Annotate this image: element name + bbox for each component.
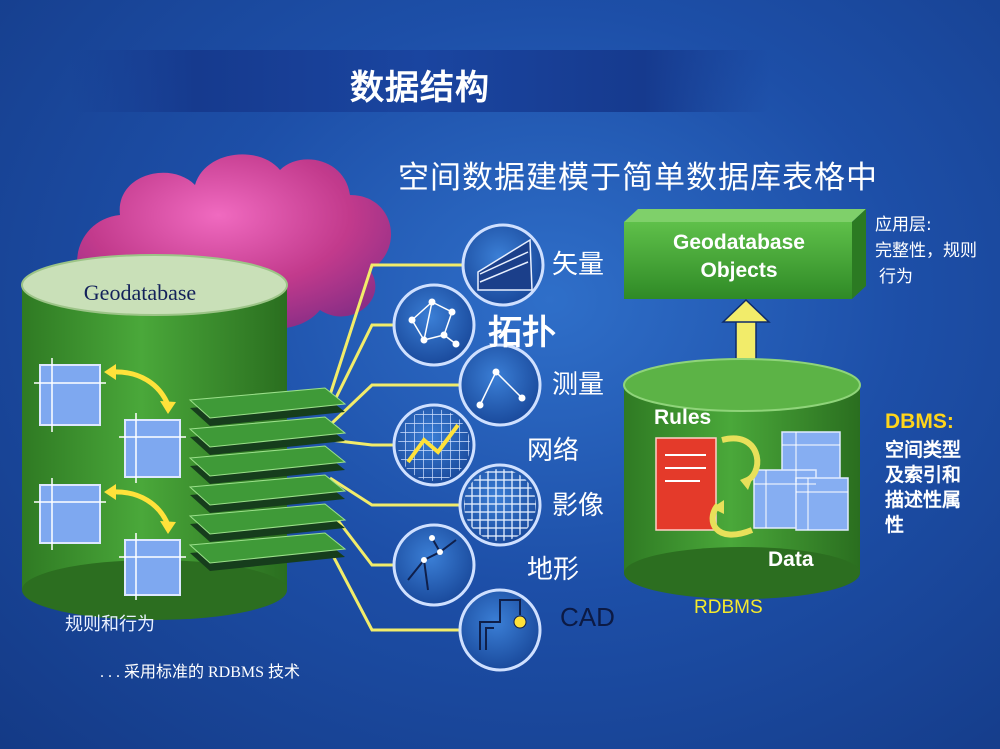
layer-label-cad: CAD [560, 602, 615, 632]
rdbms-tech-footnote: . . . 采用标准的 RDBMS 技术 [100, 664, 301, 681]
layer-sheet [188, 387, 347, 426]
network-icon [392, 403, 476, 487]
page-title: 数据结构 [350, 68, 490, 108]
topology-icon [392, 283, 476, 367]
objects-line-2: Objects [700, 259, 778, 282]
objects-box [624, 209, 866, 299]
arrowhead-icon [104, 364, 116, 380]
layer-sheet [188, 532, 347, 571]
layer-label-topology: 拓扑 [488, 313, 556, 353]
arrowhead-icon [104, 484, 116, 500]
dbms-line-3: 描述性属 [885, 489, 962, 511]
layer-sheet [188, 416, 347, 455]
app-layer-line-1: 应用层: [875, 215, 932, 235]
data-label: Data [768, 548, 814, 571]
dbms-title: DBMS: [885, 410, 954, 433]
layer-label-survey: 测量 [552, 370, 605, 400]
app-layer-line-2: 完整性，规则 [875, 241, 977, 261]
dbms-line-4: 性 [885, 514, 905, 536]
cycle-arrows [709, 435, 761, 538]
raster-icon [458, 463, 542, 547]
layer-label-network: 网络 [527, 436, 580, 466]
layer-sheet [188, 445, 347, 484]
dbms-line-2: 及索引和 [885, 464, 962, 486]
table-icon [119, 533, 186, 600]
layer-label-vector: 矢量 [552, 250, 605, 280]
app-layer-line-3: 行为 [879, 267, 913, 287]
terrain-icon [392, 523, 476, 607]
table-icons [34, 358, 186, 600]
rules-label: Rules [654, 406, 712, 429]
geodatabase-objects-label: Geodatabase Objects [626, 229, 852, 285]
cad-icon [458, 588, 542, 672]
layer-label-raster: 影像 [552, 491, 605, 521]
vector-icon [461, 223, 545, 307]
rules-document-icon [655, 437, 717, 531]
geodatabase-label: Geodatabase [83, 280, 197, 305]
survey-icon [458, 343, 542, 427]
table-icon [34, 358, 106, 432]
title-banner [70, 50, 770, 112]
arrowhead-icon [160, 401, 176, 414]
relation-arrow [109, 489, 171, 527]
data-tables-icon [753, 431, 849, 531]
rdbms-label: RDBMS [694, 597, 763, 618]
layer-label-terrain: 地形 [527, 555, 580, 585]
table-icon [119, 413, 186, 483]
arrowhead-icon [160, 521, 176, 534]
objects-line-1: Geodatabase [673, 231, 805, 254]
layer-sheet [188, 474, 347, 513]
rules-behavior-label: 规则和行为 [65, 614, 155, 635]
relation-arrow [109, 369, 171, 407]
application-layer-note: 应用层: 完整性，规则 行为 [875, 212, 977, 290]
layer-stack [188, 387, 347, 571]
dbms-line-1: 空间类型 [885, 439, 962, 461]
dbms-description: 空间类型 及索引和 描述性属 性 [885, 438, 961, 538]
layer-sheet [188, 503, 347, 542]
table-icon [34, 478, 106, 550]
page-subtitle: 空间数据建模于简单数据库表格中 [398, 160, 878, 196]
